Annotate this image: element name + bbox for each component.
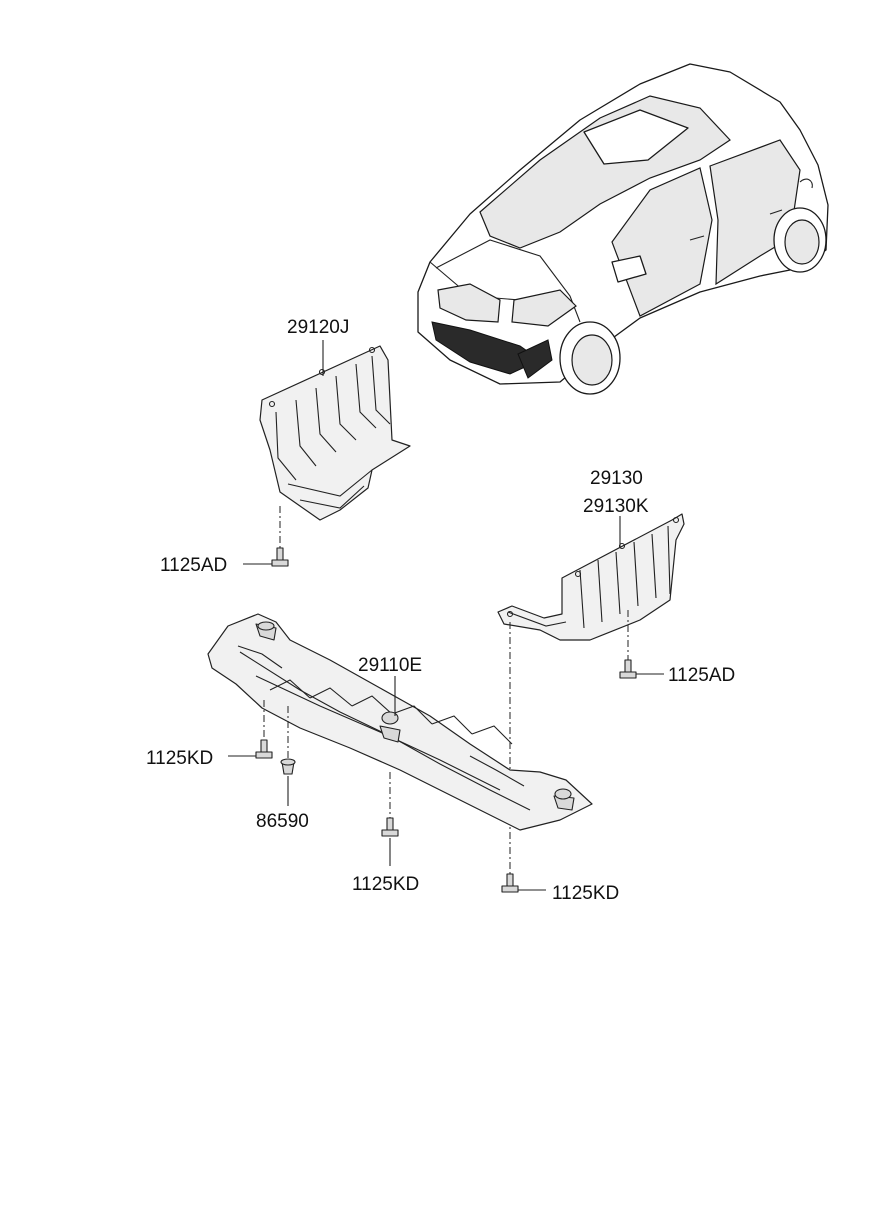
label-1125ad-right: 1125AD [668,665,735,686]
clip-icon [280,758,296,775]
shield-29130 [497,513,685,641]
bolt-icon [255,739,273,759]
label-1125kd-right: 1125KD [552,883,619,904]
label-29130k: 29130K [583,496,649,517]
shield-29120j [259,345,411,521]
label-29110e: 29110E [358,655,422,676]
bolt-icon [381,817,399,837]
label-86590: 86590 [256,811,309,832]
label-29120j: 29120J [287,317,349,338]
undercover-29110e [207,613,593,831]
label-1125kd-left: 1125KD [146,748,213,769]
label-1125ad-left: 1125AD [160,555,227,576]
label-1125kd-mid: 1125KD [352,874,419,895]
label-29130: 29130 [590,468,643,489]
bolt-icon [271,547,289,567]
bolt-icon [501,873,519,893]
car-illustration-icon [417,63,829,395]
bolt-icon [619,659,637,679]
